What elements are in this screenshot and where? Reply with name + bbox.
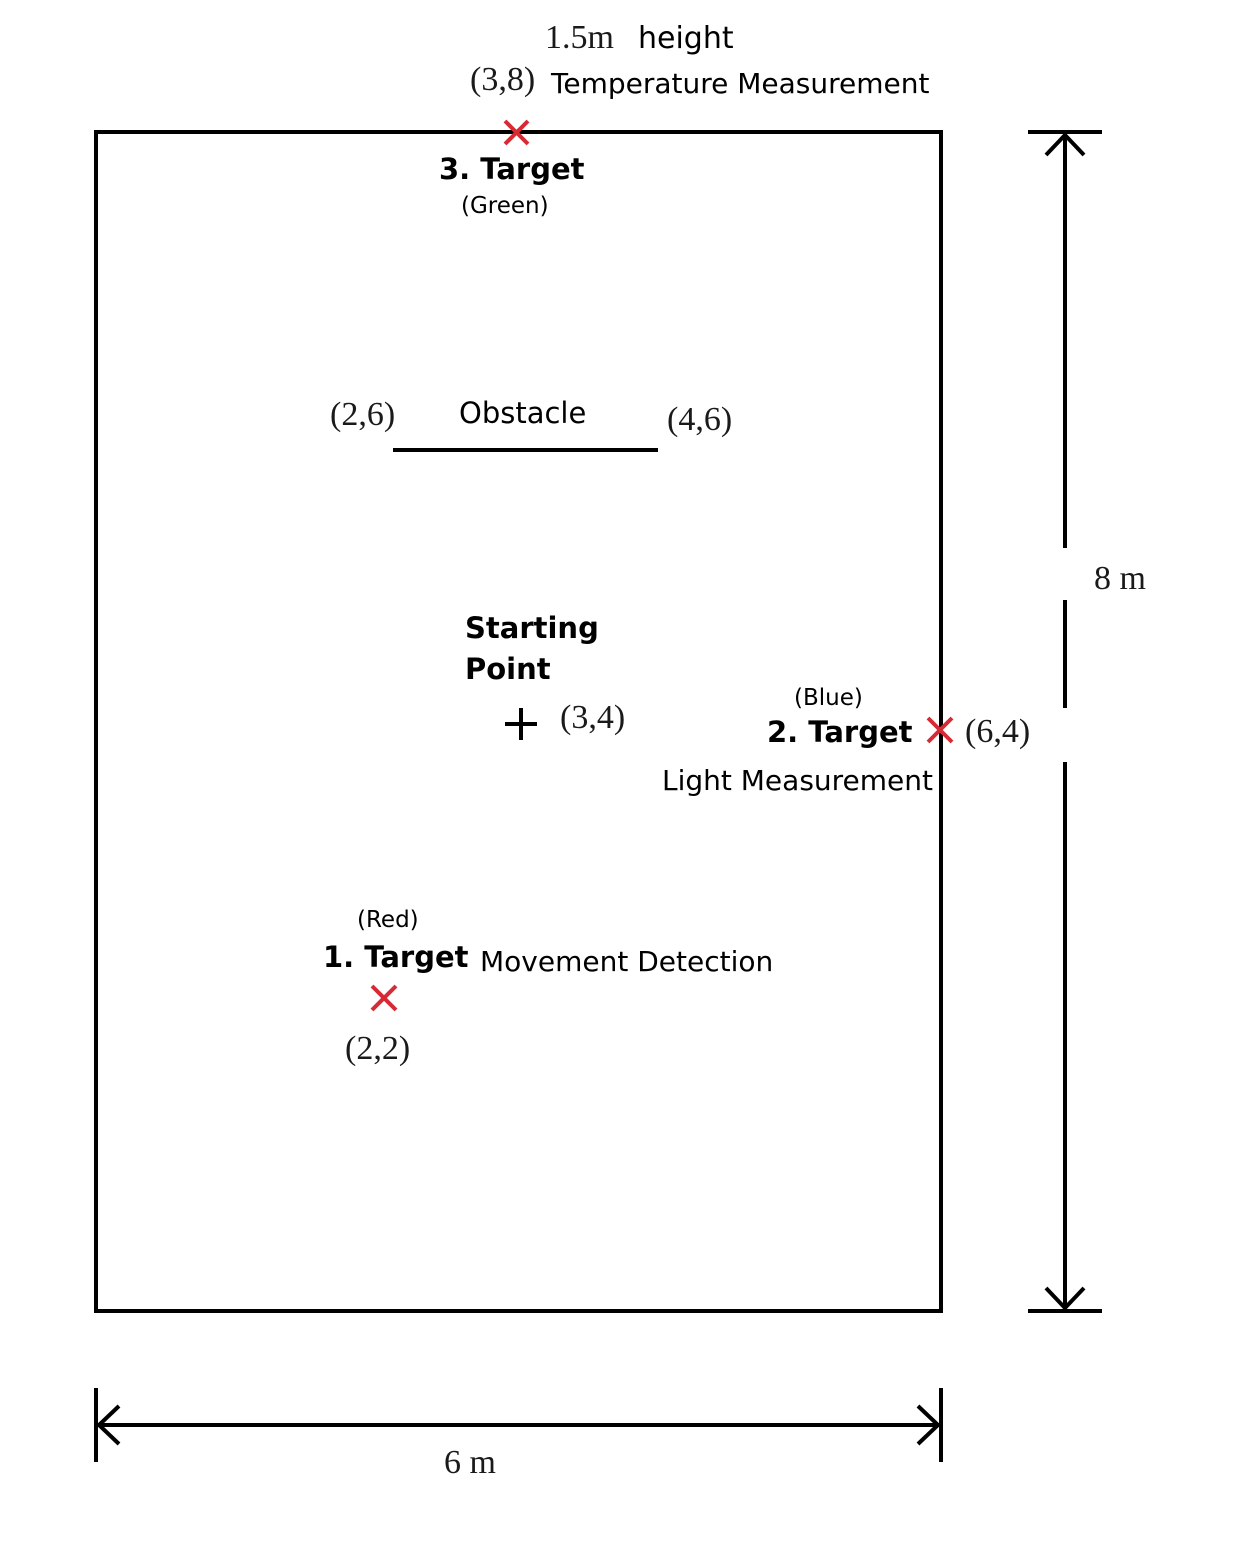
target-3-color-label: (Green): [461, 193, 549, 219]
starting-point-plus-icon: [505, 708, 537, 740]
starting-point-coordinate: (3,4): [560, 699, 625, 736]
target-1-color-label: (Red): [357, 907, 419, 933]
target-1-coordinate: (2,2): [345, 1030, 410, 1067]
height-label: height: [638, 21, 734, 56]
width-dimension-arrow: [94, 1388, 943, 1462]
height-dimension-arrow: [1028, 130, 1102, 1313]
obstacle-start-coordinate: (2,6): [330, 396, 395, 433]
target-2-marker: [926, 716, 954, 744]
obstacle-label: Obstacle: [459, 396, 586, 430]
target-3-title: 3. Target: [439, 152, 585, 186]
temperature-coordinate: (3,8): [470, 61, 535, 98]
temperature-measurement-label: Temperature Measurement: [550, 67, 930, 100]
target-2-coordinate: (6,4): [965, 713, 1030, 750]
starting-point-label-line1: Starting: [465, 611, 599, 645]
height-value: 1.5m: [545, 19, 614, 56]
light-measurement-label: Light Measurement: [662, 764, 933, 797]
target-1-marker: [370, 984, 398, 1012]
width-dimension-label: 6 m: [444, 1444, 496, 1481]
target-3-marker: [503, 119, 530, 146]
target-1-title: 1. Target: [323, 940, 469, 974]
target-2-color-label: (Blue): [794, 685, 863, 711]
obstacle-end-coordinate: (4,6): [667, 401, 732, 438]
starting-point-label-line2: Point: [465, 652, 551, 686]
height-dimension-label: 8 m: [1094, 560, 1146, 597]
target-2-title: 2. Target: [767, 715, 913, 749]
movement-detection-label: Movement Detection: [480, 945, 773, 978]
